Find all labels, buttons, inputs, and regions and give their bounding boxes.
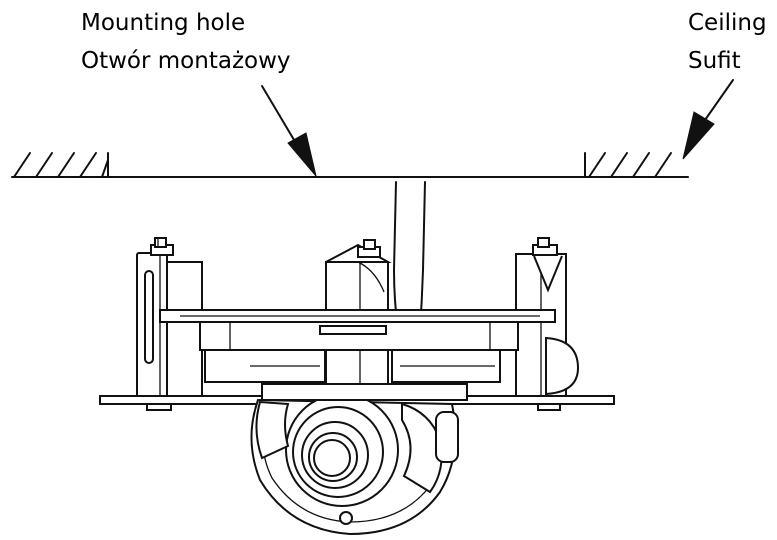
camera-body [250, 383, 468, 536]
ceiling-surface [11, 152, 689, 178]
mounting-hole-arrow [261, 85, 317, 177]
ceiling-hatch-left [13, 152, 109, 178]
mounting-hole-label-pl: Otwór montażowy [81, 48, 291, 74]
mounting-hole-label: Mounting hole Otwór montażowy [81, 4, 291, 80]
left-bracket [136, 237, 203, 411]
ceiling-arrow [682, 79, 734, 160]
ceiling-label-en: Ceiling [688, 10, 767, 36]
ceiling-label-pl: Sufit [688, 48, 741, 74]
mounting-plate [159, 309, 556, 383]
right-bracket [515, 237, 580, 411]
ceiling-label: Ceiling Sufit [688, 4, 767, 80]
cable [393, 181, 426, 331]
mounting-hole-label-en: Mounting hole [81, 10, 246, 36]
ceiling-hatch-right [584, 152, 672, 178]
